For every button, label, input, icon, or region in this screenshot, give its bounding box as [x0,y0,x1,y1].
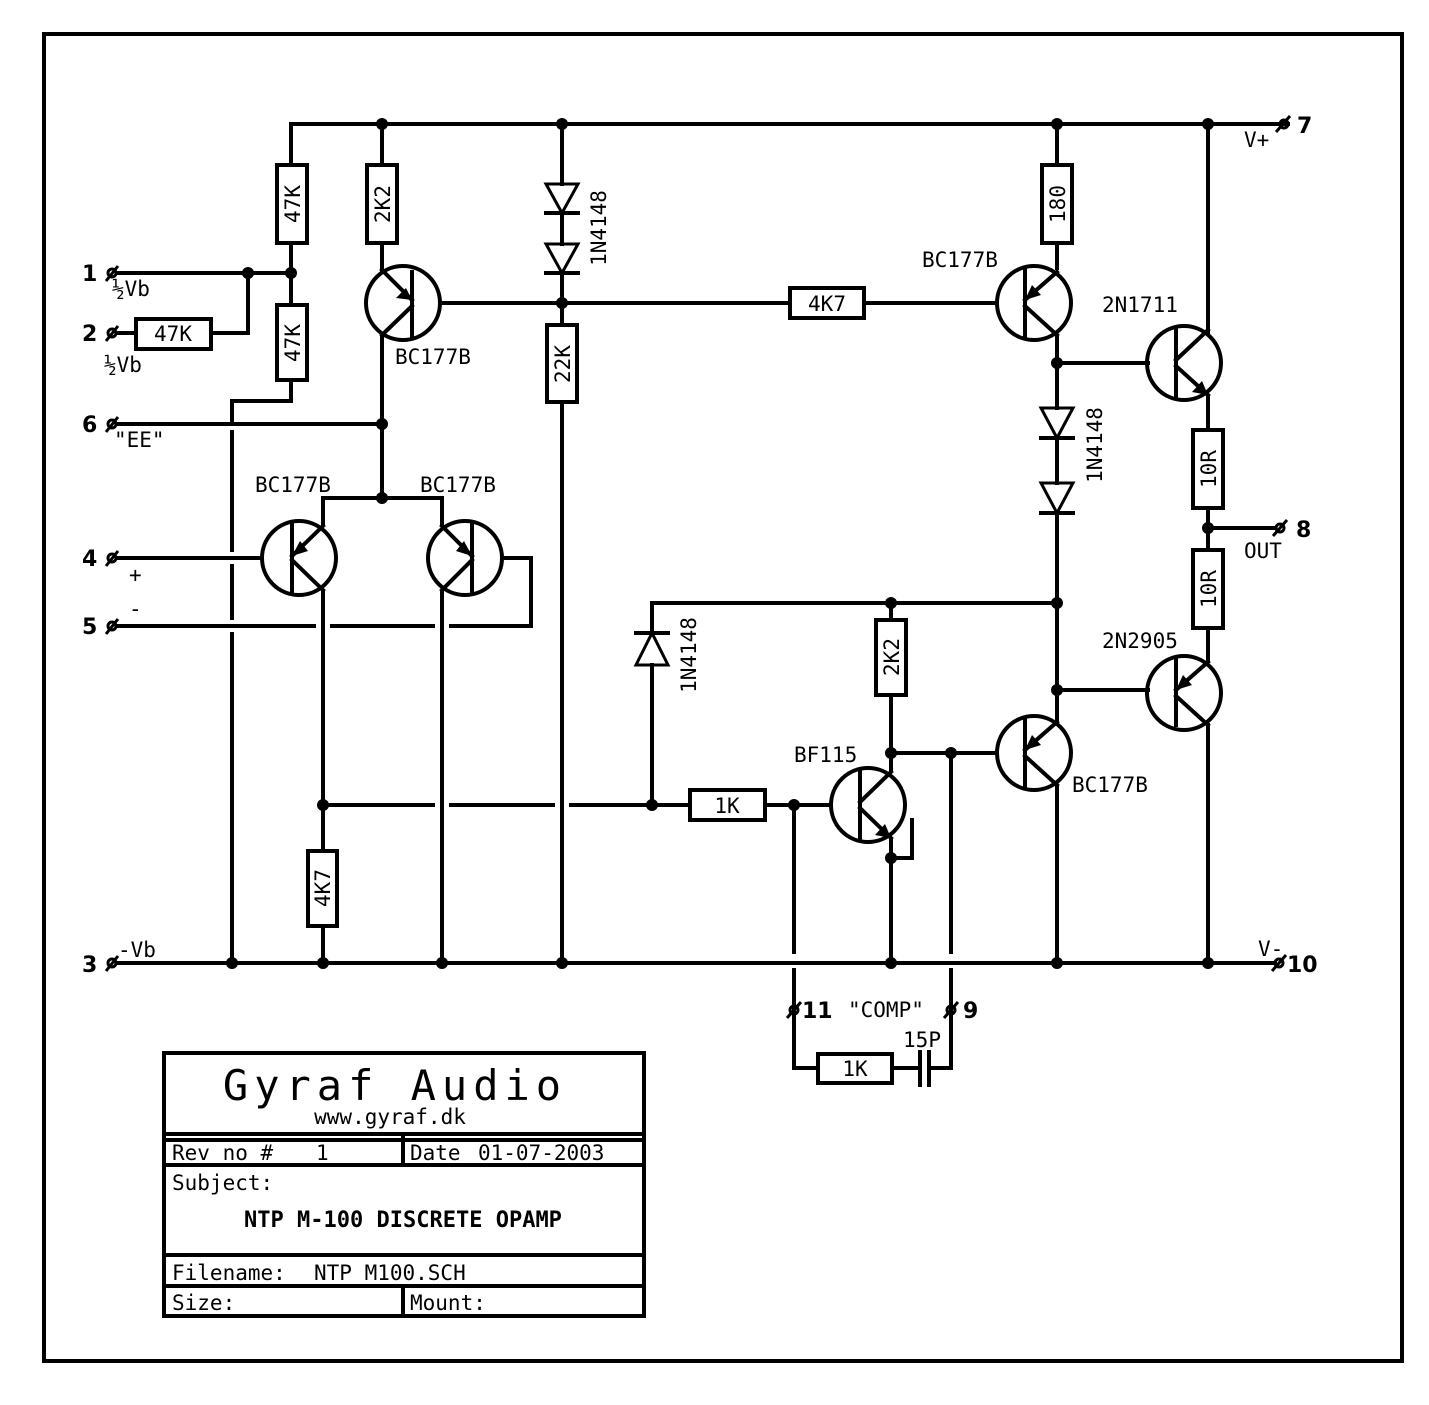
svg-text:BC177B: BC177B [420,473,496,497]
svg-text:BC177B: BC177B [922,248,998,272]
svg-text:BF115: BF115 [794,743,857,767]
resistor-1k-mid: 1K [688,788,767,822]
svg-text:½Vb: ½Vb [112,277,150,301]
transistor-bf115: BF115 [794,743,907,844]
junctions [226,118,1214,969]
svg-text:10R: 10R [1197,450,1221,488]
svg-text:2N1711: 2N1711 [1102,293,1178,317]
svg-text:4K7: 4K7 [808,292,846,316]
comp-label: "COMP" [848,998,924,1022]
svg-text:15P: 15P [903,1028,941,1052]
company-website: www.gyraf.dk [314,1105,466,1129]
svg-text:1N4148: 1N4148 [677,617,701,693]
svg-text:10R: 10R [1197,570,1221,608]
transistor-2n2905: 2N2905 [1102,629,1223,732]
svg-text:BC177B: BC177B [1072,773,1148,797]
pin-11: 11 [785,999,833,1024]
transistor-bc177b-top-right: BC177B [922,248,1073,342]
svg-text:47K: 47K [281,185,305,223]
svg-text:1: 1 [82,262,97,287]
svg-text:BC177B: BC177B [255,473,331,497]
svg-text:11: 11 [802,999,833,1024]
size-label: Size: [172,1291,235,1315]
resistor-2k2-top: 2K2 [365,163,399,245]
pin-6: 6 "EE" [82,413,165,452]
svg-text:BC177B: BC177B [395,345,471,369]
resistor-10r-top: 10R [1191,428,1225,510]
svg-text:2N2905: 2N2905 [1102,629,1178,653]
transistor-bc177b-top-left: BC177B [364,264,471,369]
filename-label: Filename: [172,1261,286,1285]
company-name: Gyraf Audio [223,1061,567,1110]
resistor-1k-comp: 1K [816,1052,894,1085]
rev-value: 1 [316,1141,329,1165]
pin-terminals: 1 ½Vb 2 ½Vb 6 "EE" 4 + 5 - 3 -Vb [82,114,1318,1024]
svg-text:½Vb: ½Vb [104,353,142,377]
svg-text:6: 6 [82,413,97,438]
resistor-2k2-mid: 2K2 [874,618,908,697]
resistor-22k: 22K [545,323,579,404]
rev-label: Rev no # [172,1141,274,1165]
svg-text:-: - [129,597,142,621]
svg-text:8: 8 [1296,518,1311,543]
svg-text:47K: 47K [154,322,192,346]
filename-value: NTP_M100.SCH [314,1261,466,1285]
drawing-frame [42,32,1404,1363]
title-block: Gyraf Audio www.gyraf.dk Rev no # 1 Date… [162,1051,646,1318]
pin-2: 2 ½Vb [82,322,142,377]
svg-text:1N4148: 1N4148 [1083,407,1107,483]
pin-5: 5 - [82,597,142,640]
resistor-47k-bottom: 47K [275,303,309,382]
svg-text:V+: V+ [1244,128,1269,152]
pin-8: 8 OUT [1244,518,1311,563]
pin-7: 7 V+ [1244,114,1312,152]
transistor-2n1711: 2N1711 [1102,293,1223,402]
svg-text:+: + [129,563,142,587]
svg-text:1N4148: 1N4148 [587,190,611,266]
svg-text:4: 4 [82,547,97,572]
subject-value: NTP M-100 DISCRETE OPAMP [244,1208,562,1233]
diode-mid: 1N4148 [633,617,701,693]
pin-10: 10 V- [1258,937,1318,978]
svg-text:9: 9 [963,999,978,1024]
diode-pair-right: 1N4148 [1038,406,1107,517]
svg-text:"EE": "EE" [114,428,165,452]
resistor-47k-pin2: 47K [134,317,213,351]
svg-text:2K2: 2K2 [880,638,904,676]
pin-9: 9 [942,999,978,1024]
svg-text:4K7: 4K7 [311,869,335,907]
svg-text:2K2: 2K2 [371,185,395,223]
svg-text:47K: 47K [281,324,305,362]
svg-text:5: 5 [82,615,97,640]
svg-text:V-: V- [1258,937,1283,961]
pin-1: 1 ½Vb [82,262,150,301]
resistor-4k7-horizontal: 4K7 [788,286,866,320]
resistor-47k-top: 47K [275,163,309,245]
svg-text:180: 180 [1046,185,1070,223]
svg-text:1K: 1K [842,1057,868,1081]
svg-text:-Vb: -Vb [118,938,156,962]
transistor-bc177b-mid-right: BC177B [995,714,1148,797]
svg-text:2: 2 [82,322,97,347]
svg-text:1K: 1K [714,794,740,818]
resistor-10r-bottom: 10R [1191,548,1225,630]
pin-4: 4 + [82,547,142,587]
diode-pair-top: 1N4148 [543,182,611,277]
date-value: 01-07-2003 [478,1141,604,1165]
svg-text:OUT: OUT [1244,539,1282,563]
svg-text:10: 10 [1287,953,1318,978]
svg-text:22K: 22K [551,345,575,383]
svg-text:3: 3 [82,953,97,978]
resistor-4k7-vertical: 4K7 [306,849,339,928]
transistor-bc177b-diff-right: BC177B [420,473,504,597]
date-label: Date [410,1141,461,1165]
pin-3: 3 -Vb [82,938,156,978]
resistor-180: 180 [1040,163,1074,245]
subject-label: Subject: [172,1171,273,1195]
svg-text:7: 7 [1297,114,1312,139]
capacitor-15p: 15P [903,1028,941,1087]
transistor-bc177b-diff-left: BC177B [255,473,338,597]
mount-label: Mount: [410,1291,486,1315]
